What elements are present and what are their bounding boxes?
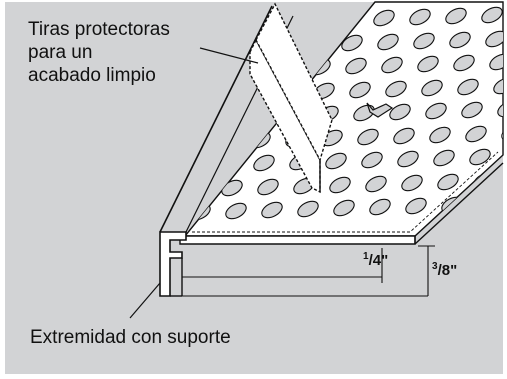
perforation-hole [421, 79, 443, 97]
perforation-hole [381, 56, 403, 74]
perforation-hole [373, 9, 395, 27]
callout-top-line-3: acabado limpio [28, 65, 156, 86]
callout-protective-strips: Tiras protectoras para un acabado limpio [28, 18, 170, 87]
perforation-hole [397, 150, 419, 168]
dimension-lines [172, 245, 435, 297]
perforation-hole [365, 175, 387, 193]
perforation-hole [297, 200, 319, 218]
perforation-hole [301, 11, 323, 29]
perforation-hole [413, 32, 435, 50]
perforation-hole [481, 6, 503, 24]
perforation-hole [433, 149, 455, 167]
perforation-hole [497, 100, 503, 118]
callout-top-line-2: para un [28, 42, 93, 63]
perforation-hole [437, 173, 459, 191]
perforation-hole [325, 152, 347, 170]
dimension-quarter-numerator: 1 [363, 251, 369, 262]
perforation-hole [361, 151, 383, 169]
perforation-hole [393, 127, 415, 145]
perforation-hole [333, 199, 355, 217]
perforation-hole [341, 34, 363, 52]
perforation-hole [503, 145, 507, 167]
dimension-three-eighths-numerator: 3 [432, 261, 438, 272]
perforation-hole [429, 126, 451, 144]
perforation-hole [357, 128, 379, 146]
perforation-hole [253, 154, 275, 172]
callout-top-line-1: Tiras protectoras [28, 19, 170, 40]
perforation-hole [469, 148, 491, 166]
perforation-hole [485, 30, 503, 48]
perforation-hole [417, 55, 439, 73]
perforation-hole [453, 54, 475, 72]
perforation-hole [477, 195, 499, 213]
perforation-hole [385, 80, 407, 98]
perforation-hole [345, 57, 367, 75]
perforation-hole [489, 53, 503, 71]
perforation-hole [369, 198, 391, 216]
leader-bottom [129, 282, 161, 319]
perforation-hole [305, 35, 327, 53]
leader-top [199, 47, 259, 64]
perforation-hole [225, 202, 247, 220]
perforation-hole [377, 33, 399, 51]
dimension-three-eighths-denominator: 8" [441, 262, 458, 279]
perforation-hole [449, 31, 471, 49]
keyhole-notch [366, 102, 394, 118]
perforation-hole [445, 7, 467, 25]
dimension-quarter-inch: 1/4" [363, 251, 389, 269]
flange-inner-edge [192, 151, 499, 233]
perforation-hole [409, 8, 431, 26]
perforation-hole [405, 197, 427, 215]
dimension-quarter-denominator: 4" [372, 252, 389, 269]
perforation-hole [465, 125, 487, 143]
perforation-hole [461, 101, 483, 119]
perforation-hole [349, 81, 371, 99]
perforation-hole [501, 124, 503, 142]
dimension-three-eighths-inch: 3/8" [432, 261, 458, 279]
perforation-hole [425, 102, 447, 120]
perforation-hole [329, 176, 351, 194]
flange-front-edge [179, 235, 416, 245]
perforation-hole [389, 103, 411, 121]
perforation-hole [261, 201, 283, 219]
perforation-hole [257, 178, 279, 196]
perforation-hole [401, 174, 423, 192]
perforation-hole [457, 78, 479, 96]
callout-supported-end: Extremidad con suporte [30, 327, 231, 348]
j-bead-profile [159, 231, 187, 297]
perforation-hole [493, 77, 503, 95]
